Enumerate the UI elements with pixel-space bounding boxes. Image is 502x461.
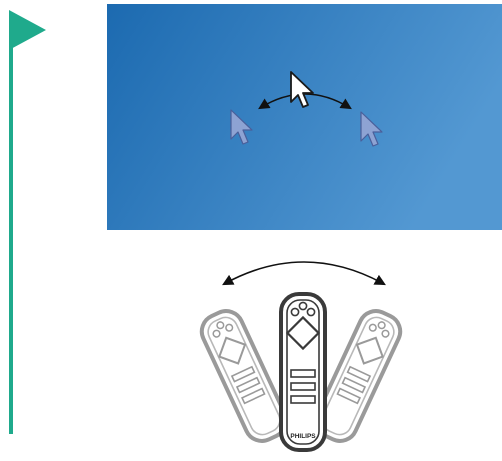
screen-panel: [107, 4, 502, 230]
remote-brand-label: PHILIPS: [290, 433, 316, 440]
remote-curved-arrow-icon: [224, 262, 384, 284]
remote-control-icon: PHILIPS: [281, 294, 325, 450]
flag-icon: [9, 10, 46, 434]
ghost-remote-left-icon: [196, 305, 292, 446]
